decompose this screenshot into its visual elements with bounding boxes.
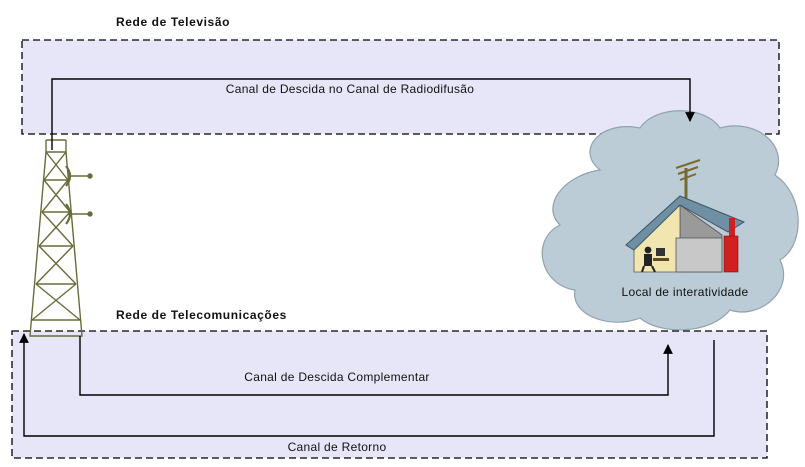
broadcast-downlink-label: Canal de Descida no Canal de Radiodifusã… [226,82,474,96]
interactivity-site-label: Local de interatividade [622,285,749,299]
return-channel-arrow [19,333,715,437]
house-icon [625,159,746,273]
return-channel-label: Canal de Retorno [288,440,387,454]
broadcast-downlink-arrow [51,78,695,150]
complementary-downlink-label: Canal de Descida Complementar [244,370,429,384]
complementary-downlink-arrow [79,336,673,396]
transmission-tower-icon [29,139,93,337]
tv-network-title: Rede de Televisão [116,15,230,29]
telecom-network-title: Rede de Telecomunicações [116,308,287,322]
